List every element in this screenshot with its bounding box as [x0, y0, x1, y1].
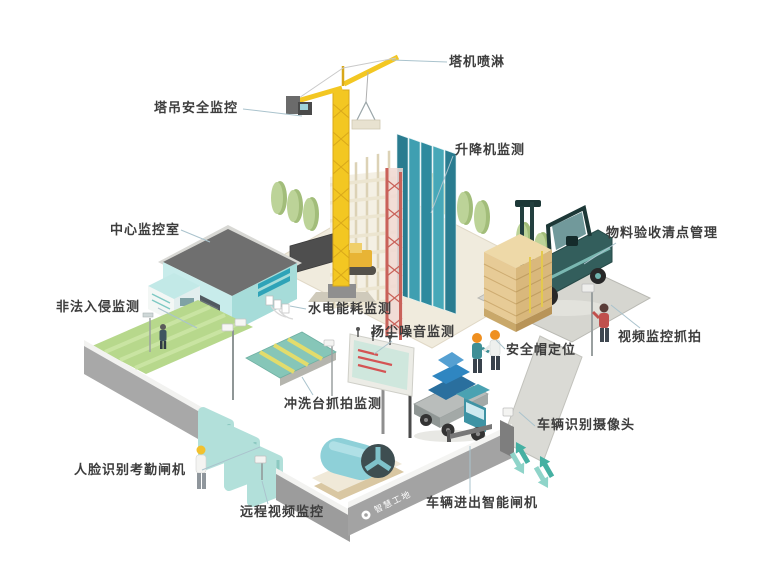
leader-lines	[157, 59, 641, 505]
washing-station	[245, 331, 337, 396]
label-tower-crane-spray: 塔机喷淋	[449, 54, 506, 69]
sprinkler-heads	[356, 327, 392, 345]
label-face-recognition-attendance-gate: 人脸识别考勤闸机	[74, 462, 187, 477]
remote-video-camera-icon	[254, 455, 267, 464]
cctv-camera-icon	[221, 323, 234, 332]
gate-worker	[195, 445, 207, 489]
crane-counterweight	[286, 96, 300, 114]
surveillance-camera-icon	[581, 283, 595, 293]
worker	[472, 333, 490, 373]
entrance-arrows	[509, 442, 555, 488]
lamp-post	[142, 312, 154, 352]
pallet-stack	[483, 234, 553, 332]
monitoring-room-building	[148, 225, 302, 332]
label-material-acceptance-management: 物料验收清点管理	[606, 225, 719, 240]
person-red-shirt	[591, 303, 609, 342]
crane-cab	[298, 102, 312, 115]
utility-meters	[265, 295, 294, 320]
remote-camera-pole	[254, 455, 267, 480]
label-utility-energy-monitoring: 水电能耗监测	[308, 301, 393, 316]
label-washing-station-capture: 冲洗台抓拍监测	[284, 396, 383, 411]
vehicle-gate	[447, 424, 555, 488]
concrete-mixer	[312, 437, 404, 500]
label-safety-helmet-positioning: 安全帽定位	[506, 342, 577, 357]
cctv-camera-icon	[234, 318, 247, 327]
construction-hoist-tower	[385, 168, 403, 340]
vehicle-recognition-camera-icon	[502, 407, 514, 417]
label-vehicle-entry-exit-smart-gate: 车辆进出智能闸机	[426, 495, 539, 510]
perimeter-wall-left	[84, 340, 205, 443]
surveillance-pole-person	[581, 283, 609, 356]
label-hoist-monitoring: 升降机监测	[455, 142, 526, 157]
lawn-area	[92, 300, 253, 374]
turnstile-gates	[195, 407, 283, 507]
glass-panels	[396, 133, 457, 315]
label-central-monitoring-room: 中心监控室	[110, 222, 181, 237]
truck	[413, 352, 490, 442]
cctv-camera-pole	[221, 318, 247, 400]
label-vehicle-recognition-camera: 车辆识别摄像头	[537, 417, 636, 432]
label-remote-video-monitoring: 远程视频监控	[240, 504, 325, 519]
dust-noise-billboard	[347, 327, 415, 438]
worker	[483, 330, 501, 370]
workers	[472, 330, 501, 373]
label-tower-crane-safety-monitoring: 塔吊安全监控	[154, 100, 239, 115]
washing-station-camera-icon	[323, 339, 335, 347]
label-video-surveillance-capture: 视频监控抓拍	[618, 329, 703, 344]
lawn-person	[159, 324, 167, 349]
label-dust-noise-monitoring: 扬尘噪音监测	[371, 324, 456, 339]
tower-crane	[286, 54, 400, 302]
crane-hook-sling	[351, 71, 381, 130]
label-illegal-intrusion-detection: 非法入侵监测	[56, 299, 141, 314]
